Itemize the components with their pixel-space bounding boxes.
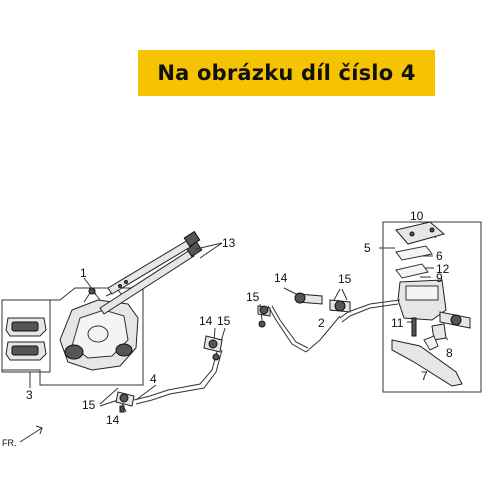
callout-13: 13 xyxy=(222,236,236,250)
callout-15-mid: 15 xyxy=(217,314,231,328)
brake-hose-4 xyxy=(115,335,223,413)
master-cylinder-frame xyxy=(382,221,482,393)
brake-pads xyxy=(5,317,47,361)
front-arrow-icon xyxy=(19,425,43,443)
callout-5: 5 xyxy=(364,241,371,255)
brake-pad-frame xyxy=(1,299,51,373)
front-direction-label: FR. xyxy=(2,438,17,448)
callout-7: 7 xyxy=(421,369,428,383)
caliper-bolts xyxy=(99,230,203,315)
master-cylinder xyxy=(391,221,471,387)
callout-2: 2 xyxy=(318,316,325,330)
callout-14-mid: 14 xyxy=(199,314,213,328)
callout-12: 12 xyxy=(436,262,450,276)
callout-6: 6 xyxy=(436,249,443,263)
callout-10: 10 xyxy=(410,209,424,223)
callout-15-left: 15 xyxy=(246,290,260,304)
callout-15-bottom: 15 xyxy=(82,398,96,412)
callout-14-top: 14 xyxy=(274,271,288,285)
upper-brake-hose xyxy=(339,299,401,319)
callout-4: 4 xyxy=(150,372,157,386)
brake-caliper xyxy=(59,287,139,371)
callout-8: 8 xyxy=(446,346,453,360)
callout-3: 3 xyxy=(26,388,33,402)
callout-1: 1 xyxy=(80,266,87,280)
brake-hose-2 xyxy=(257,292,351,353)
callout-14-bottom: 14 xyxy=(106,413,120,427)
callout-9: 9 xyxy=(436,271,443,285)
caliper-assembly-frame xyxy=(1,287,144,386)
callout-15-top: 15 xyxy=(338,272,352,286)
callout-11: 11 xyxy=(391,316,404,330)
part-number-banner: Na obrázku díl číslo 4 xyxy=(138,50,435,96)
